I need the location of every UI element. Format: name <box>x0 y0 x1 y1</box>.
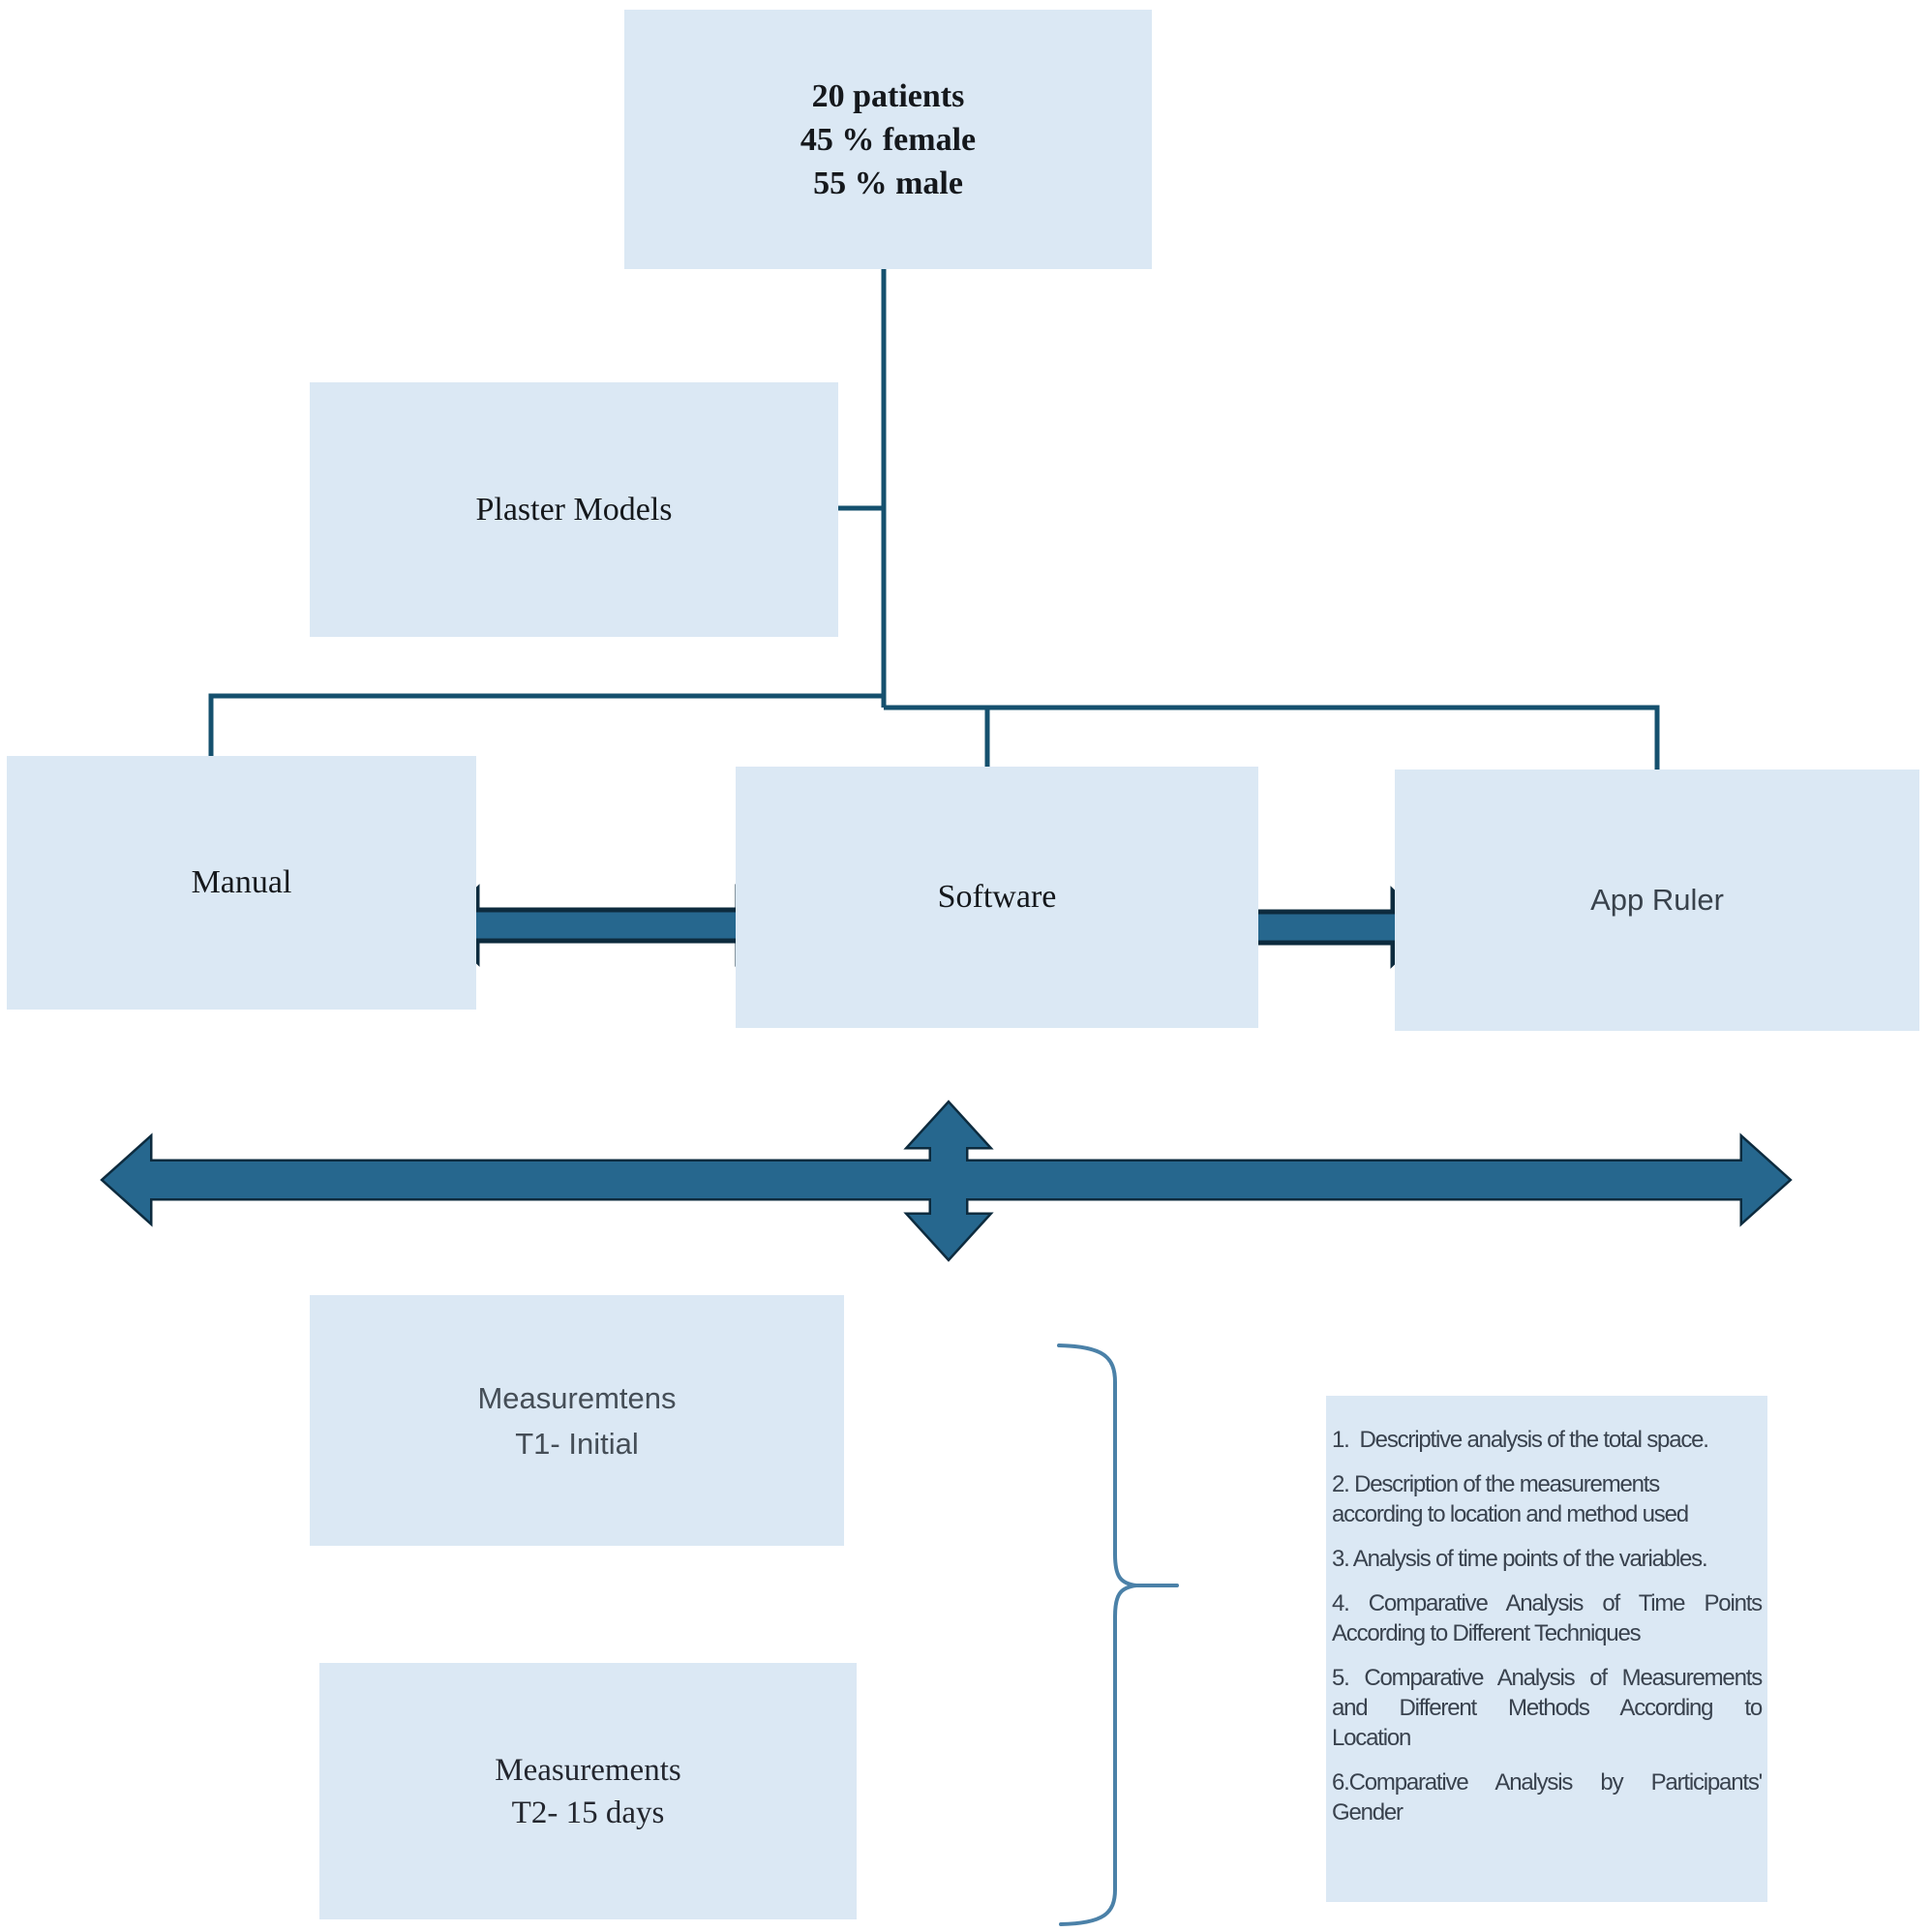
measurements-t1-box: Measuremtens T1- Initial <box>310 1295 844 1546</box>
analysis-list-box: 1. Descriptive analysis of the total spa… <box>1326 1396 1767 1902</box>
patients-male-pct: 55 % male <box>813 165 963 201</box>
manual-label: Manual <box>191 864 292 900</box>
analysis-item-5-line-3: Location <box>1332 1725 1411 1751</box>
analysis-item-4-line-2: According to Different Techniques <box>1332 1620 1642 1646</box>
patients-count: 20 patients <box>811 77 965 114</box>
software-label: Software <box>937 879 1057 915</box>
analysis-item-2-line-1: 2. Description of the measurements <box>1332 1471 1660 1497</box>
manual-software-double-arrow <box>437 884 778 967</box>
analysis-item-6: 6.Comparative Analysis by Participants' G… <box>1332 1767 1763 1827</box>
plaster-models-label: Plaster Models <box>475 491 673 528</box>
manual-box: Manual <box>7 756 476 1010</box>
app-ruler-label: App Ruler <box>1590 883 1724 917</box>
patients-box: 20 patients 45 % female 55 % male <box>624 10 1152 269</box>
measurements-t2-box: Measurements T2- 15 days <box>319 1663 857 1919</box>
analysis-item-1: 1. Descriptive analysis of the total spa… <box>1332 1425 1762 1455</box>
measurements-t1-timepoint: T1- Initial <box>515 1426 639 1461</box>
measurements-t2-timepoint: T2- 15 days <box>511 1795 665 1830</box>
analysis-item-6-line-2: Gender <box>1332 1799 1404 1826</box>
grouping-brace <box>1057 1343 1137 1926</box>
measurements-t1-title: Measuremtens <box>477 1380 677 1415</box>
analysis-item-2: 2. Description of the measurements accord… <box>1332 1469 1762 1529</box>
patients-female-pct: 45 % female <box>800 121 977 158</box>
analysis-item-3-line-1: 3. Analysis of time points of the variab… <box>1332 1546 1708 1572</box>
app-ruler-box: App Ruler <box>1395 770 1919 1031</box>
analysis-item-5-line-1: 5. Comparative Analysis of Measurements <box>1332 1665 1763 1691</box>
analysis-item-2-line-2: according to location and method used <box>1332 1501 1689 1527</box>
left-branch-connector-line <box>208 693 884 756</box>
right-branch-connector-line <box>884 705 1660 770</box>
measurements-t2-title: Measurements <box>495 1752 681 1788</box>
analysis-item-3: 3. Analysis of time points of the variab… <box>1332 1544 1762 1574</box>
plaster-models-box: Plaster Models <box>310 382 838 637</box>
analysis-item-5-line-2: and Different Methods According to <box>1332 1695 1763 1721</box>
analysis-item-1-line-1: 1. Descriptive analysis of the total spa… <box>1332 1427 1709 1453</box>
analysis-item-4-line-1: 4. Comparative Analysis of Time Points <box>1332 1590 1763 1616</box>
analysis-item-5: 5. Comparative Analysis of Measurements a… <box>1332 1663 1763 1753</box>
software-box: Software <box>736 767 1258 1028</box>
timeline-vertical-arrow-fill <box>909 1103 988 1258</box>
analysis-item-6-line-1: 6.Comparative Analysis by Participants' <box>1332 1769 1763 1796</box>
